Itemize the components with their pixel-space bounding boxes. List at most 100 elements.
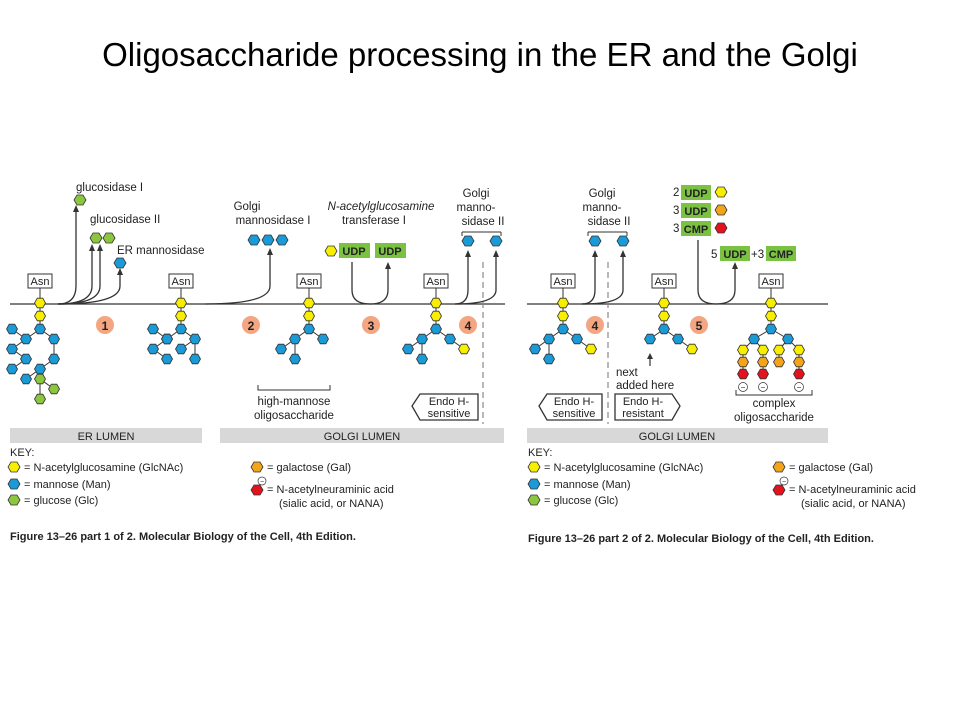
glcnac-residue [458,343,470,355]
asn-label: Asn [427,276,446,288]
glcnac-residue [686,343,698,355]
svg-text:5: 5 [696,319,703,333]
key-title-2: KEY: [528,447,552,459]
mannose-residue [48,333,60,345]
step2-arrow [204,252,271,305]
udp-box-glcnac [681,185,711,200]
mannose-residue [147,343,159,355]
nana-residue [793,368,805,380]
endo-h-sensitive-tag-2 [538,393,603,421]
structure-man8: Asn [147,273,201,365]
count-cmp-out: +3 [751,249,764,261]
glcnac-residue [557,297,569,309]
mannose-residue [416,353,428,365]
udp-box-gal [681,203,711,218]
key-glc-text-2: = glucose (Glc) [544,495,618,507]
removed-mannose-g2c [588,235,602,247]
mannose-residue [765,323,777,335]
step1-arrowheads [73,205,123,275]
key-nana-minus-2: − [782,479,786,486]
mannose-residue [416,333,428,345]
count-udp-gal: 3 [673,205,679,217]
step5-arrowhead [732,262,738,269]
endo-resistant-a: Endo H- [623,396,664,408]
asn-label: Asn [172,276,191,288]
step-badge-4a: 4 [459,316,477,334]
galactose-residue [737,356,749,368]
mannose-residue [557,323,569,335]
asn-label: Asn [31,276,50,288]
key-nana-charge-1 [257,476,267,486]
udp-box-in [339,243,370,258]
key-nana-text-2a: = N-acetylneuraminic acid [789,484,916,496]
removed-mannose-er [113,257,127,269]
key-man-icon-2 [527,478,541,490]
glucosidase-2-label: glucosidase II [90,214,160,226]
asn-label: Asn [554,276,573,288]
mannose-residue [672,333,684,345]
removed-mannose-g1c [275,234,289,246]
removed-mannose-g1b [261,234,275,246]
key-glc-icon-1 [7,494,21,506]
caption-part-2: Figure 13–26 part 2 of 2. Molecular Biol… [528,533,874,545]
mannose-residue [644,333,656,345]
mannose-residue [20,353,32,365]
glcnac-residue [557,310,569,322]
high-mannose-label-a: high-mannose [258,396,331,408]
svg-text:2: 2 [248,319,255,333]
glcnac-residue [585,343,597,355]
golgi-mannosidase-1-label-b: mannosidase I [236,215,311,227]
mannose-residue [658,323,670,335]
step5-arrow [697,240,736,305]
glcnac-residue [175,310,187,322]
step4-arrowhead-a [465,250,471,257]
removed-mannose-g1a [247,234,261,246]
glcnac-residue [793,344,805,356]
key-title-1: KEY: [10,447,34,459]
svg-text:4: 4 [465,319,472,333]
complex-bracket [735,390,813,396]
golgi-mannosidase-2-label-b: manno- [457,202,496,214]
golgi-lumen-label-2: GOLGI LUMEN [639,431,715,443]
glcnac-residue [34,310,46,322]
er-mannosidase-label: ER mannosidase [117,245,205,257]
mannose-residue [6,343,18,355]
structure-glcnac-added: Asn [402,273,470,365]
mannose-residue [748,333,760,345]
step-badge-1: 1 [96,316,114,334]
golgi-mannosidase-2b-label-a: Golgi [589,188,616,200]
structure-glucosylated: Asn [6,273,60,405]
count-udp-out: 5 [711,249,717,261]
structure-high-mannose: Asn [275,273,329,365]
mannose-residue [289,333,301,345]
nana-residue [737,368,749,380]
golgi-mannosidase-2b-label-c: sidase II [588,216,631,228]
negative-charge-icon [794,382,804,392]
step-badge-2: 2 [242,316,260,334]
svg-text:3: 3 [368,319,375,333]
structure-trimmed: Asn [644,273,698,355]
endo-sensitive-2-a: Endo H- [554,396,595,408]
udp-gal-label: UDP [684,206,707,218]
key-nana-text-1b: (sialic acid, or NANA) [279,498,384,510]
asn-label: Asn [655,276,674,288]
cmp-nana-hex [714,222,728,234]
key-man-text-1: = mannose (Man) [24,479,111,491]
complex-label-b: oligosaccharide [734,412,814,424]
mannose-residue [6,323,18,335]
cmp-out-label: CMP [769,249,793,261]
mannose-residue [543,333,555,345]
key-gal-icon-2 [772,461,786,473]
glcnac-residue [175,297,187,309]
mannose-residue [289,353,301,365]
golgi-lumen-label-1: GOLGI LUMEN [324,431,400,443]
mannose-residue [20,373,32,385]
udp-glcnac-sugar [324,245,338,257]
mannose-residue [189,333,201,345]
mannose-residue [34,363,46,375]
step2-arrowhead [267,248,273,255]
step4-arrows-2 [581,254,624,305]
glcnac-residue [773,344,785,356]
count-cmp-nana: 3 [673,223,679,235]
